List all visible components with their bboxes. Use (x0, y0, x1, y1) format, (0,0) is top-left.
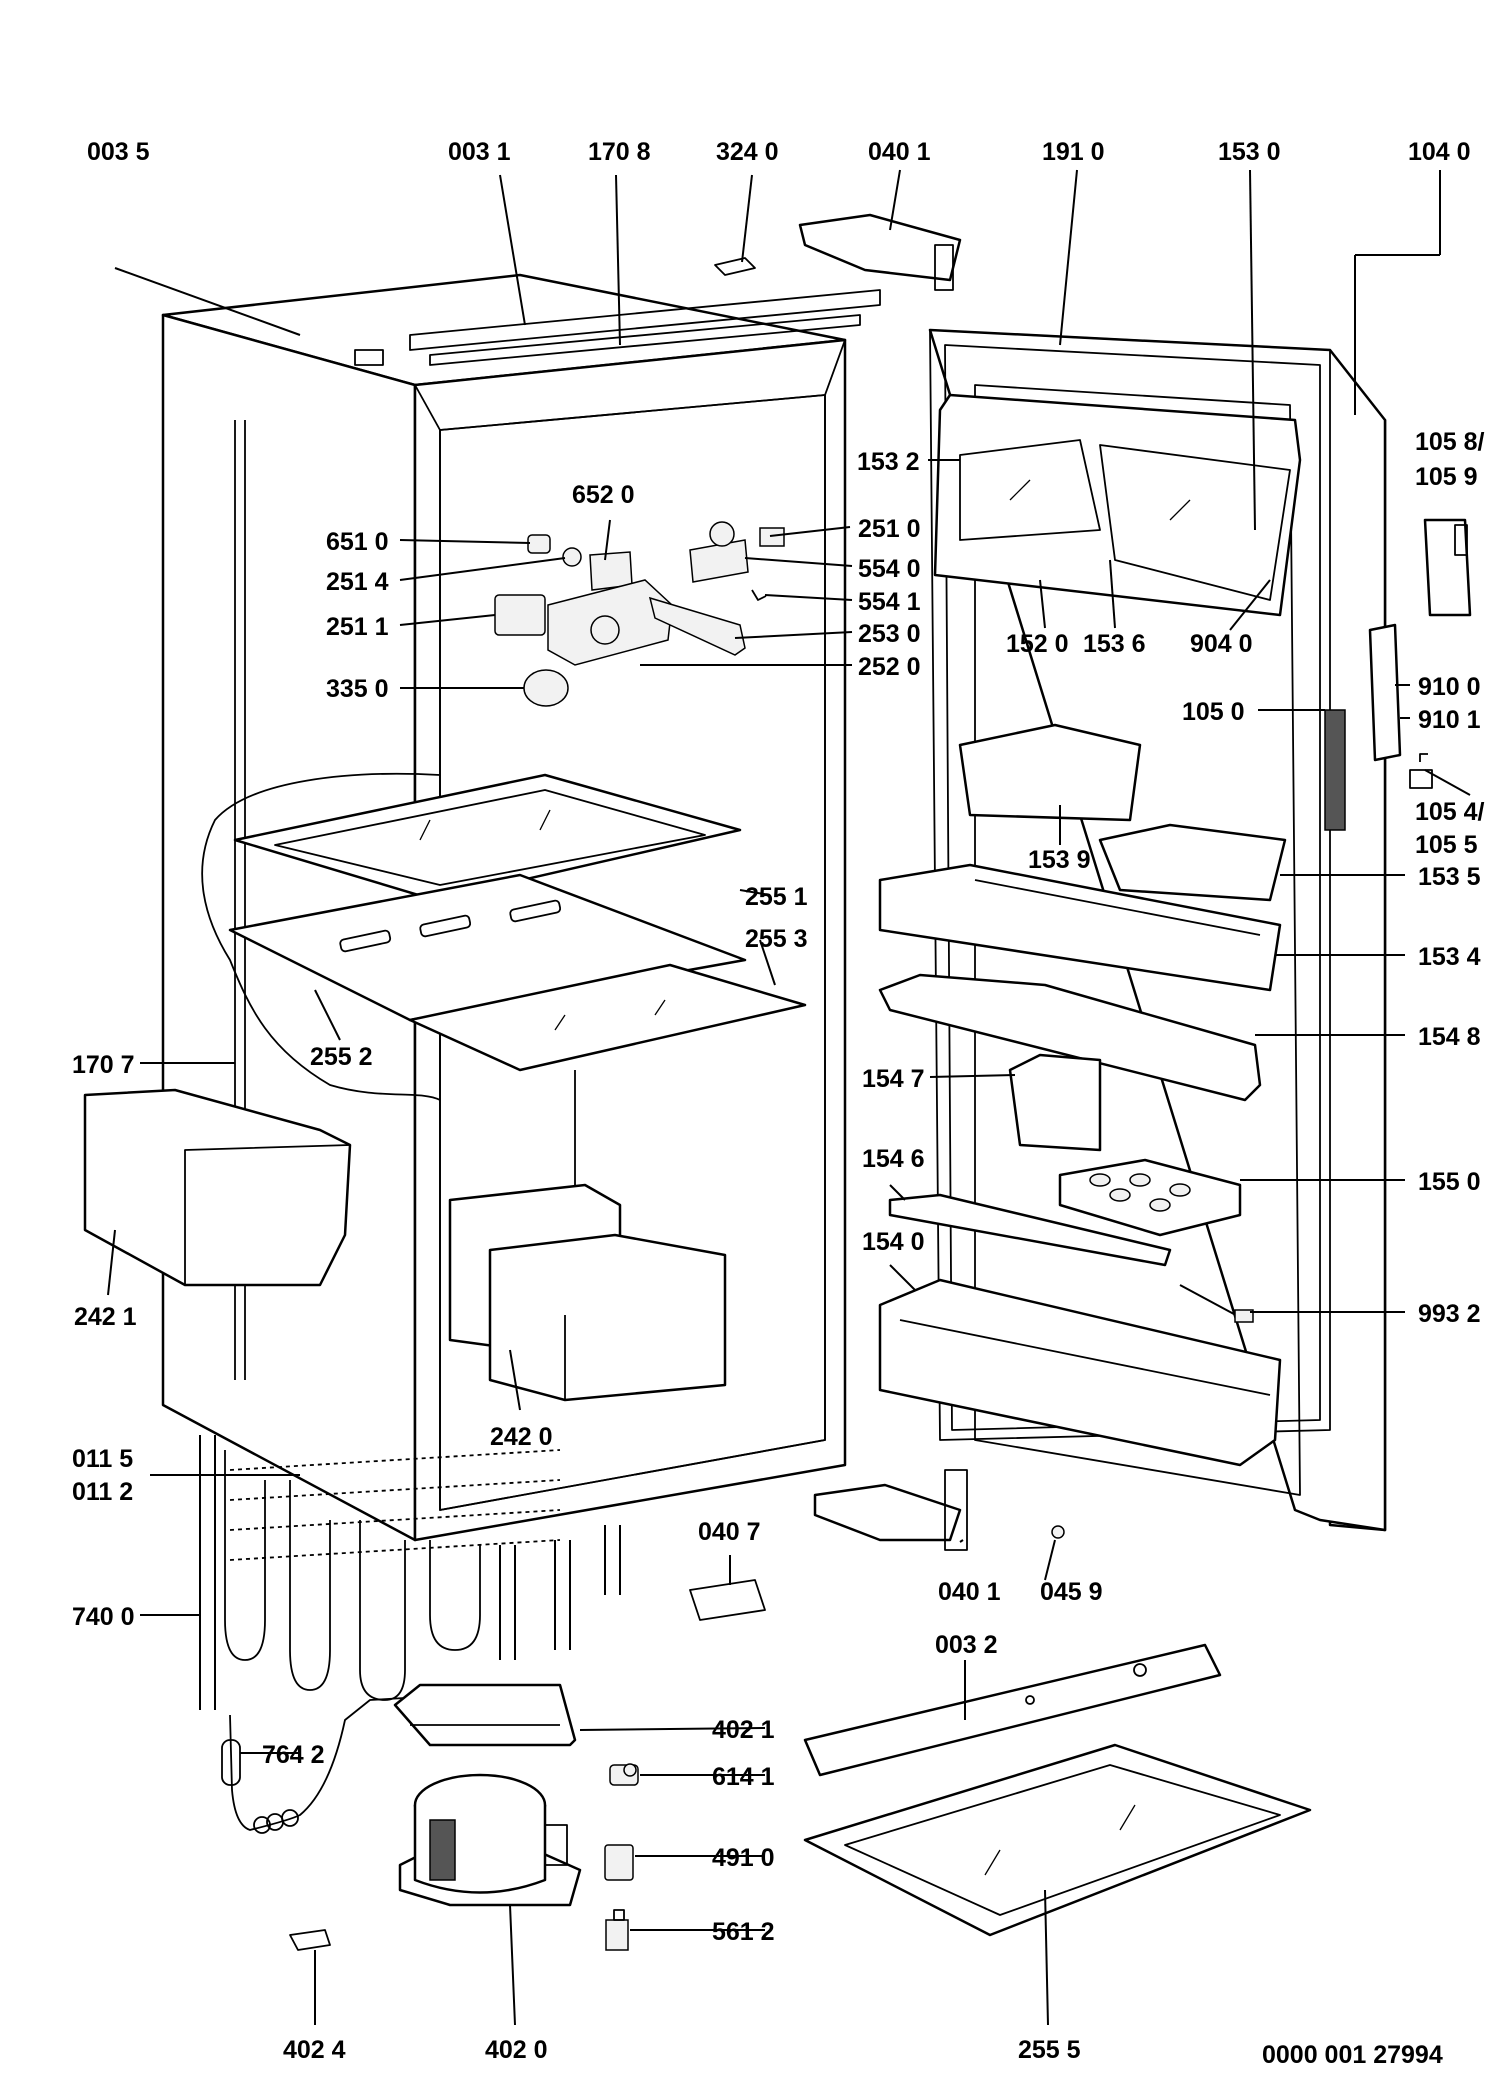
label-2421: 242 1 (74, 1303, 137, 1331)
label-0032: 003 2 (935, 1631, 998, 1659)
label-1548: 154 8 (1418, 1023, 1481, 1051)
shelves (83, 772, 807, 1402)
label-1040: 104 0 (1408, 138, 1471, 166)
label-4020: 402 0 (485, 2036, 548, 2064)
label-1707: 170 7 (72, 1051, 135, 1079)
loose-shelf (803, 1643, 1312, 1937)
refrigeration-unit (199, 1435, 639, 1951)
label-1535: 153 5 (1418, 863, 1481, 891)
label-1539: 153 9 (1028, 846, 1091, 874)
label-1540: 154 0 (862, 1228, 925, 1256)
label-1059: 105 9 (1415, 463, 1478, 491)
label-0401-top: 040 1 (868, 138, 931, 166)
label-1530: 153 0 (1218, 138, 1281, 166)
label-3240: 324 0 (716, 138, 779, 166)
label-2514: 251 4 (326, 568, 389, 596)
control-assembly (494, 521, 785, 707)
label-7642: 764 2 (262, 1741, 325, 1769)
label-2552: 255 2 (310, 1043, 373, 1071)
label-9100: 910 0 (1418, 673, 1481, 701)
label-1058: 105 8/ (1415, 428, 1485, 456)
label-5540: 554 0 (858, 555, 921, 583)
document-number: 0000 001 27994 (1262, 2041, 1443, 2069)
label-1534: 153 4 (1418, 943, 1481, 971)
label-2520: 252 0 (858, 653, 921, 681)
label-1054: 105 4/ (1415, 798, 1485, 826)
label-1520: 152 0 (1006, 630, 1069, 658)
label-0112: 011 2 (72, 1478, 133, 1506)
label-1910: 191 0 (1042, 138, 1105, 166)
label-0401-bottom: 040 1 (938, 1578, 1001, 1606)
label-1546: 154 6 (862, 1145, 925, 1173)
label-2510: 251 0 (858, 515, 921, 543)
label-0035: 003 5 (87, 138, 150, 166)
label-9101: 910 1 (1418, 706, 1481, 734)
label-1547: 154 7 (862, 1065, 925, 1093)
label-1708: 170 8 (588, 138, 651, 166)
label-0459: 045 9 (1040, 1578, 1103, 1606)
label-5612: 561 2 (712, 1918, 775, 1946)
label-0407: 040 7 (698, 1518, 761, 1546)
label-1055: 105 5 (1415, 831, 1478, 859)
leader-lines (107, 169, 1471, 2026)
label-7400: 740 0 (72, 1603, 135, 1631)
label-2530: 253 0 (858, 620, 921, 648)
label-6520: 652 0 (572, 481, 635, 509)
label-1536: 153 6 (1083, 630, 1146, 658)
label-5541: 554 1 (858, 588, 921, 616)
label-9040: 904 0 (1190, 630, 1253, 658)
label-9932: 993 2 (1418, 1300, 1481, 1328)
part-labels: 003 5 003 1 170 8 324 0 040 1 191 0 153 … (72, 138, 1485, 2069)
label-1050: 105 0 (1182, 698, 1245, 726)
label-0115: 011 5 (72, 1445, 133, 1473)
label-3350: 335 0 (326, 675, 389, 703)
label-6510: 651 0 (326, 528, 389, 556)
label-4024: 402 4 (283, 2036, 346, 2064)
label-4021: 402 1 (712, 1716, 775, 1744)
door (878, 328, 1387, 1532)
label-2511: 251 1 (326, 613, 389, 641)
label-4910: 491 0 (712, 1844, 775, 1872)
label-6141: 614 1 (712, 1763, 775, 1791)
label-2555: 255 5 (1018, 2036, 1081, 2064)
hinges (689, 213, 1472, 1621)
label-2420: 242 0 (490, 1423, 553, 1451)
label-0031: 003 1 (448, 138, 511, 166)
label-1532: 153 2 (857, 448, 920, 476)
label-2551: 255 1 (745, 883, 808, 911)
label-2553: 255 3 (745, 925, 808, 953)
label-1550: 155 0 (1418, 1168, 1481, 1196)
